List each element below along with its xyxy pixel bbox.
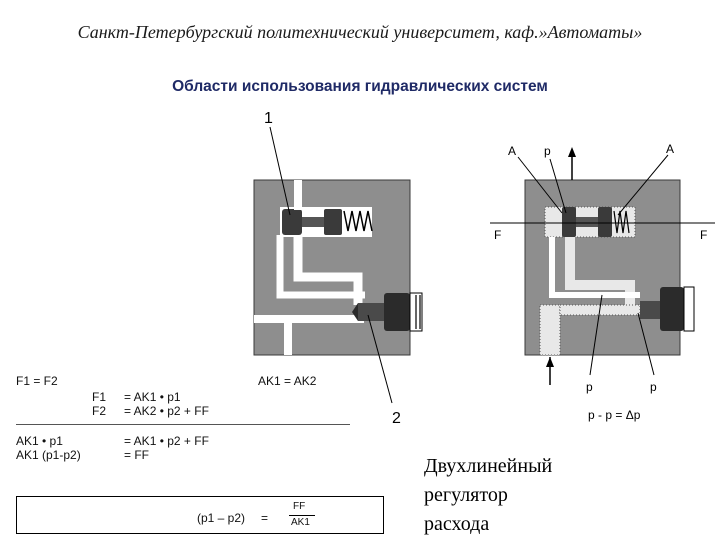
result-numerator: FF [293,501,306,512]
throttle-needle [352,303,358,321]
caption: Двухлинейный регулятор расхода [424,452,552,539]
equation-5-rhs: = FF [124,448,150,462]
spring [613,210,630,234]
label-dp: p - p = Δp [588,408,641,422]
label-2: 2 [392,410,401,427]
equation-f1-rhs: = AK1 • p1 [124,390,181,404]
flow-regulator-diagram-left: 1 2 [253,110,423,427]
equation-f2-lhs: F2 [92,404,107,418]
flow-regulator-diagram-right: A p A F F p p p - p = Δp [490,142,715,422]
label-p1: p [586,380,593,394]
label-f-left: F [494,228,501,242]
leader-a-right [617,154,669,216]
spool-rod [576,217,598,227]
adjusting-knob[interactable] [660,287,684,331]
slide-title: Области использования гидравлических сис… [172,78,548,95]
caption-line-1: Двухлинейный [424,455,553,477]
knob-edge [683,286,695,332]
outlet-port [284,323,292,355]
page-header: Санкт-Петербургский политехнический унив… [77,22,643,42]
result-equals: = [261,511,269,525]
passage-main [293,235,363,305]
caption-line-2: регулятор [424,484,508,506]
inlet-passage [294,180,302,210]
result-box: (p1 – p2) = FF AK1 [16,496,384,534]
inlet-chamber [539,304,561,356]
throttle-body [358,303,384,321]
piston [282,209,302,235]
leader-p [549,158,567,214]
inlet-arrowhead [546,357,554,367]
equation-f1-f2: F1 = F2 [16,374,58,388]
equation-4-lhs: AK1 • p1 [16,434,63,448]
passage-secondary [276,235,365,299]
leader-1 [269,126,291,216]
caption-line-3: расхода [424,513,490,535]
result-denominator: AK1 [291,517,310,528]
piston-land [324,209,342,235]
equation-4-rhs: = AK1 • p2 + FF [124,434,209,448]
equation-5-lhs: AK1 (p1-p2) [16,448,81,462]
label-a-right: A [666,142,674,156]
fraction-bar [289,515,315,516]
equation-f1-lhs: F1 [92,390,107,404]
adjusting-knob[interactable] [384,293,410,331]
equation-ak1-ak2: AK1 = AK2 [258,374,317,388]
passage-white [549,237,640,298]
result-lhs: (p1 – p2) [197,511,246,525]
spool-land [562,207,576,237]
leader-p1 [589,294,603,376]
divider [16,424,350,425]
leader-2 [367,314,393,404]
label-p-top: p [544,144,551,158]
knob-knurl [415,295,421,329]
equation-f2-rhs: = AK2 • p2 + FF [124,404,209,418]
label-p2: p [650,380,657,394]
knob-edge [409,292,423,332]
label-a-left: A [508,144,516,158]
outlet-arrowhead [568,147,576,157]
spool-land-2 [598,207,612,237]
outlet-passage [254,315,364,323]
throttle-body [640,301,660,319]
piston-rod [302,217,342,227]
leader-p2 [637,312,655,376]
label-1: 1 [264,110,273,127]
leader-a-left [517,156,563,214]
spring [343,210,373,232]
label-f-right: F [700,228,707,242]
